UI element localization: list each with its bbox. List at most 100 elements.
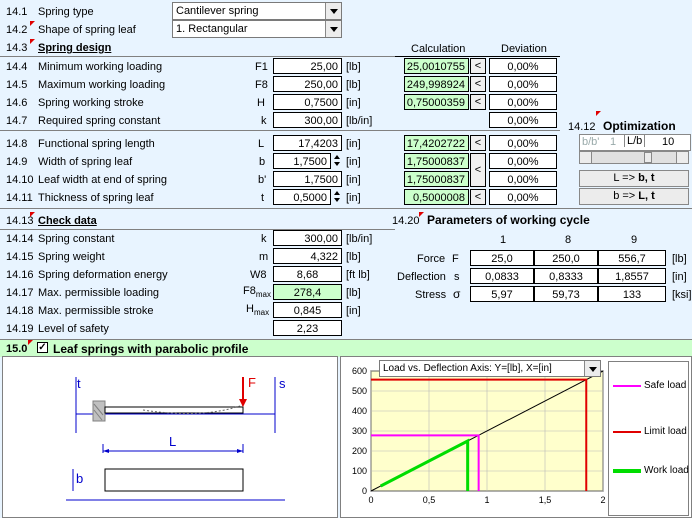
chevron-down-icon[interactable]	[325, 21, 341, 37]
result-spring-constant: 300,00	[273, 230, 342, 246]
comment-marker-icon	[28, 340, 33, 345]
x-tick-label: 1,5	[539, 495, 552, 505]
spring-diagram	[66, 377, 285, 501]
row-number: 14.13	[6, 215, 34, 227]
unit-label: [in]	[346, 97, 361, 109]
param-label: Spring deformation energy	[38, 269, 168, 281]
chevron-down-icon[interactable]	[325, 3, 341, 19]
cycle-value: 250,0	[534, 250, 598, 266]
legend-label: Limit load	[644, 426, 687, 437]
leaf-shape-select[interactable]: 1. Rectangular	[172, 20, 342, 38]
calc-value: 1,75000837	[404, 153, 469, 169]
cycle-row-symbol: F	[452, 253, 459, 265]
row-number: 14.7	[6, 115, 28, 127]
param-label: Maximum working loading	[38, 79, 166, 91]
section-title: Spring design	[38, 42, 112, 54]
optimize-l-t-button[interactable]: b => L, t	[579, 188, 689, 205]
spring-diagram-panel: t F s L b	[2, 356, 338, 518]
tab-one[interactable]: 1	[610, 136, 617, 148]
leaf-width-input[interactable]: 1,7500	[273, 153, 331, 169]
row-number: 14.3	[6, 42, 28, 54]
comment-marker-icon	[30, 39, 35, 44]
optimize-b-t-button[interactable]: L => b, t	[579, 170, 689, 187]
cycle-value: 0,0833	[470, 268, 534, 284]
scroll-left-icon[interactable]	[580, 152, 592, 163]
optimization-title: Optimization	[603, 119, 676, 133]
tab-l-b[interactable]: L/b	[624, 135, 646, 147]
divider	[395, 56, 560, 57]
deviation-value: 0,00%	[489, 94, 557, 110]
calc-value: 1,75000837	[404, 171, 469, 187]
force-label: F	[248, 375, 256, 390]
leaf-end-width-input[interactable]: 1,7500	[273, 171, 342, 187]
working-stroke-input[interactable]: 0,7500	[273, 94, 342, 110]
result-max-loading: 278,4	[273, 284, 342, 300]
row-number: 14.12	[568, 121, 596, 133]
apply-button[interactable]: <	[470, 153, 486, 187]
spring-type-select[interactable]: Cantilever spring	[172, 2, 342, 20]
leaf-thickness-input[interactable]: 0,5000	[273, 189, 331, 205]
min-loading-input[interactable]: 25,00	[273, 58, 342, 74]
cycle-row-label: Force	[417, 253, 446, 265]
deviation-value: 0,00%	[489, 76, 557, 92]
spinner-icon[interactable]	[332, 153, 342, 169]
comment-marker-icon	[596, 111, 601, 116]
spinner-icon[interactable]	[332, 189, 342, 205]
param-label: Functional spring length	[38, 138, 155, 150]
row-number: 15.0	[6, 343, 28, 355]
divider	[0, 208, 692, 209]
deviation-value: 0,00%	[489, 189, 557, 205]
calc-value: 0,75000359	[404, 94, 469, 110]
parabolic-checkbox[interactable]: ✓	[37, 342, 48, 353]
comment-marker-icon	[30, 21, 35, 26]
y-tick-label: 600	[352, 366, 367, 376]
unit-label: [in]	[346, 192, 361, 204]
x-tick-label: 1	[484, 495, 489, 505]
tab-ten[interactable]: 10	[662, 136, 675, 148]
param-label: Level of safety	[38, 323, 109, 335]
slider-thumb[interactable]	[644, 152, 652, 163]
calc-value: 25,0010755	[404, 58, 469, 74]
unit-label: [ksi]	[672, 289, 692, 301]
unit-label: [lb]	[346, 251, 361, 263]
comment-marker-icon	[30, 212, 35, 217]
row-number: 14.2	[6, 24, 28, 36]
thickness-label: t	[77, 376, 81, 391]
row-number: 14.17	[6, 287, 34, 299]
param-symbol: L	[258, 138, 265, 150]
chevron-down-icon[interactable]	[584, 361, 600, 376]
apply-button[interactable]: <	[470, 58, 486, 74]
row-number: 14.11	[6, 192, 33, 204]
cycle-value: 25,0	[470, 250, 534, 266]
deviation-header: Deviation	[501, 43, 547, 55]
apply-button[interactable]: <	[470, 94, 486, 110]
tab-ratio[interactable]: b/b'	[582, 136, 600, 148]
unit-label: [lb]	[346, 61, 361, 73]
chart-type-select[interactable]: Load vs. Deflection Axis: Y=[lb], X=[in]	[379, 360, 601, 377]
apply-button[interactable]: <	[470, 189, 486, 205]
calc-value: 0,5000008	[404, 189, 469, 205]
cycle-row-symbol: σ	[453, 287, 461, 301]
optimization-tabs: b/b' 1 L/b 10	[579, 134, 691, 151]
cycle-title: Parameters of working cycle	[427, 213, 590, 227]
legend-swatch	[613, 431, 641, 433]
x-tick-label: 2	[600, 495, 605, 505]
legend-label: Work load	[644, 465, 689, 476]
max-loading-input[interactable]: 250,00	[273, 76, 342, 92]
scroll-right-icon[interactable]	[676, 152, 688, 163]
apply-button[interactable]: <	[470, 135, 486, 151]
apply-button[interactable]: <	[470, 76, 486, 92]
param-symbol: Hmax	[246, 303, 270, 318]
divider	[0, 229, 395, 230]
unit-label: [in]	[346, 174, 361, 186]
spring-length-input[interactable]: 17,4203	[273, 135, 342, 151]
cycle-value: 0,8333	[534, 268, 598, 284]
width-label: b	[76, 471, 84, 486]
unit-label: [lb]	[672, 253, 687, 265]
param-label: Max. permissible loading	[38, 287, 160, 299]
unit-label: [in]	[346, 138, 361, 150]
cycle-row-label: Stress	[415, 289, 447, 301]
row-number: 14.10	[6, 174, 34, 186]
spring-constant-input[interactable]: 300,00	[273, 112, 342, 128]
optimization-slider[interactable]	[579, 151, 689, 164]
